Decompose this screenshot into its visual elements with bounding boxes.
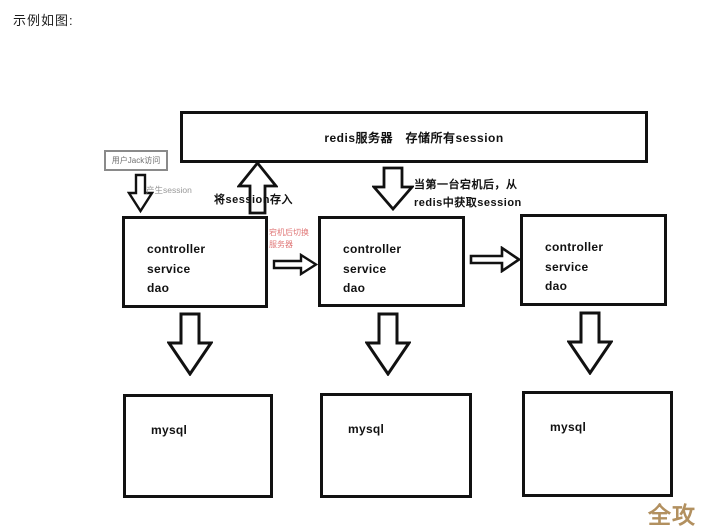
crash-switch-note-line1: 宕机后切换: [269, 228, 309, 237]
mysql-box-1-label: mysql: [151, 423, 188, 437]
app-box-1-service: service: [147, 261, 191, 276]
crash-switch-note: 宕机后切换 服务器: [269, 227, 309, 251]
arrow-down-redis-icon: [372, 166, 414, 212]
produce-session-label: 产生session: [146, 185, 192, 195]
store-session-label: 将session存入: [214, 194, 293, 206]
watermark: 全攻略: [648, 502, 696, 527]
redis-server-box: redis服务器 存储所有session: [180, 111, 648, 163]
failover-label: 当第一台宕机后，从 redis中获取session: [414, 177, 522, 212]
arrow-right-box1-box2-icon: [272, 253, 318, 276]
mysql-box-2-label: mysql: [348, 422, 385, 436]
app-box-3-controller: controller: [545, 240, 604, 254]
mysql-box-3: mysql: [522, 391, 673, 497]
app-box-3-service: service: [545, 259, 589, 274]
crash-switch-note-line2: 服务器: [269, 240, 293, 249]
app-box-3-dao: dao: [545, 279, 568, 293]
arrow-up-store-session-icon: [237, 161, 278, 215]
arrow-right-box2-box3-icon: [469, 246, 521, 273]
app-box-2-dao: dao: [343, 281, 366, 295]
arrow-down-user-icon: [127, 173, 154, 214]
failover-label-line2: redis中获取session: [414, 196, 522, 209]
arrow-down-app1-mysql1-icon: [167, 312, 213, 376]
app-box-1-dao: dao: [147, 281, 170, 295]
failover-label-line1: 当第一台宕机后，从: [414, 179, 518, 191]
arrow-down-app3-mysql3-icon: [567, 311, 613, 375]
app-box-2: controller service dao: [318, 216, 465, 307]
app-box-3: controller service dao: [520, 214, 667, 306]
app-box-1-controller: controller: [147, 242, 206, 256]
app-box-2-controller: controller: [343, 242, 402, 256]
user-jack-label: 用户Jack访问: [111, 156, 161, 165]
user-jack-box: 用户Jack访问: [104, 150, 168, 171]
redis-server-label: redis服务器 存储所有session: [324, 130, 504, 145]
mysql-box-3-label: mysql: [550, 420, 587, 434]
app-box-2-service: service: [343, 261, 387, 276]
mysql-box-1: mysql: [123, 394, 273, 498]
arrow-down-app2-mysql2-icon: [365, 312, 411, 376]
mysql-box-2: mysql: [320, 393, 472, 498]
page-caption: 示例如图:: [13, 13, 74, 28]
app-box-1: controller service dao: [122, 216, 268, 308]
